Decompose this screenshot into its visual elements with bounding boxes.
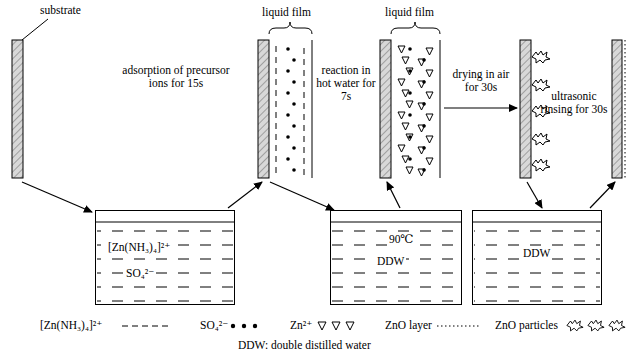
film-ions <box>276 46 304 175</box>
step-label: liquid film <box>385 6 434 19</box>
legend-text: Zn²⁺ <box>290 319 312 332</box>
legend-text: SO₄²⁻ <box>200 319 228 332</box>
film-brace <box>269 22 312 34</box>
step-label: substrate <box>40 4 81 17</box>
step-label: ultrasonic rinsing for 30s <box>540 90 608 116</box>
solution-label: DDW <box>375 255 406 268</box>
beaker: 90℃ DDW <box>330 210 462 305</box>
step-label: reaction in hot water for 7s <box>316 64 376 103</box>
legend-text: ZnO layer <box>385 319 432 332</box>
step-label: DDW: double distilled water <box>238 339 371 352</box>
film-ions <box>398 46 433 176</box>
zno-layer <box>625 40 626 178</box>
substrates <box>12 40 622 178</box>
hot-water <box>332 224 460 303</box>
rinse-water <box>474 224 600 303</box>
step-label: drying in air for 30s <box>448 68 514 94</box>
legend-text: [Zn(NH₃)₄]²⁺ <box>40 319 102 332</box>
solution-label: DDW <box>521 247 552 260</box>
solution-label: SO₄²⁻ <box>124 267 156 280</box>
solution-label: [Zn(NH₃)₄]²⁺ <box>106 241 172 254</box>
beaker: DDW <box>472 210 602 305</box>
leader-line <box>22 19 48 40</box>
step-label: adsorption of precursor ions for 15s <box>118 64 234 90</box>
beaker: [Zn(NH₃)₄]²⁺ SO₄²⁻ <box>95 210 235 305</box>
solution-label: 90℃ <box>387 233 415 246</box>
film-brace <box>391 22 440 34</box>
process-arrows <box>22 108 615 212</box>
legend-text: ZnO particles <box>495 319 558 332</box>
solution <box>97 224 233 303</box>
step-label: liquid film <box>262 6 311 19</box>
